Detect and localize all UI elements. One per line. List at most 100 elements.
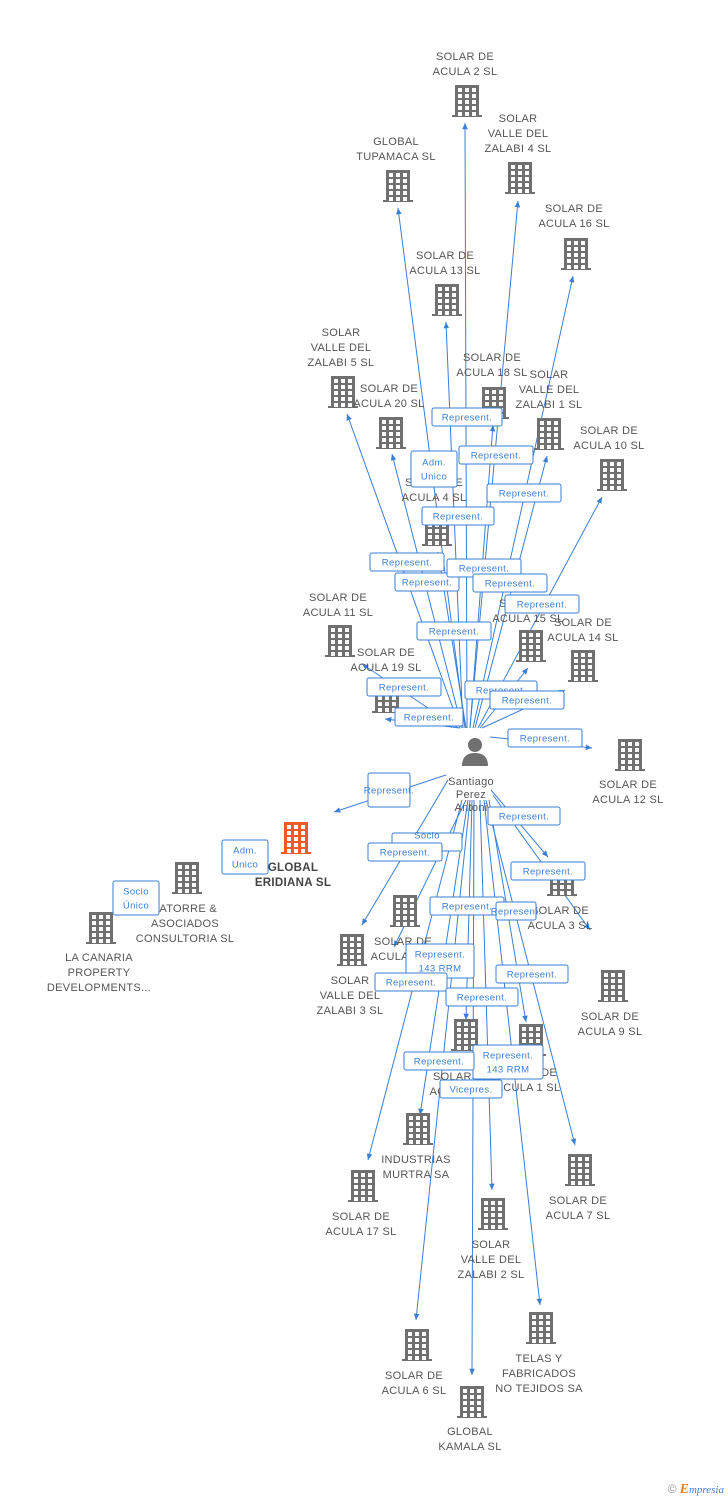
company-building-icon[interactable] [376,417,406,449]
svg-text:Represent.: Represent. [517,600,567,611]
svg-text:Represent.: Represent. [502,696,552,707]
company-building-icon[interactable] [615,739,645,771]
edge-relation-label: Vicepres. [439,1079,503,1099]
svg-text:Represent.: Represent. [499,489,549,500]
svg-text:Represent.: Represent. [380,848,430,859]
svg-text:Represent.: Represent. [520,734,570,745]
company-building-icon[interactable] [568,650,598,682]
company-building-icon[interactable] [325,625,355,657]
company-building-icon[interactable] [598,970,628,1002]
svg-text:Represent.: Represent. [485,579,535,590]
company-building-icon[interactable] [597,459,627,491]
edge-relation-label: Represent. [495,964,569,984]
edge-relation-label: Represent. [394,572,460,592]
company-building-icon[interactable] [337,934,367,966]
person-icon[interactable] [462,738,488,766]
footer-brand: © Empresia [668,1482,724,1498]
company-building-icon[interactable] [478,1198,508,1230]
company-building-icon[interactable] [516,630,546,662]
highlighted-company-icon[interactable] [281,822,311,854]
company-building-icon[interactable] [505,162,535,194]
company-building-icon[interactable] [390,895,420,927]
svg-text:Represent.: Represent. [414,1057,464,1068]
svg-text:143 RRM: 143 RRM [487,1065,530,1076]
edge-relation-label: Adm.Unico [221,839,269,875]
svg-text:Único: Único [123,901,149,912]
edge-relation-label: Represent. [487,806,561,826]
company-building-icon[interactable] [348,1170,378,1202]
svg-text:Socio: Socio [123,887,149,898]
company-building-icon[interactable] [383,170,413,202]
svg-text:Represent.: Represent. [483,1051,533,1062]
company-building-icon[interactable] [451,1019,481,1051]
edge-relation-label: Represent. [510,861,586,881]
svg-text:Represent.: Represent. [433,512,483,523]
edge-relation-label: Represent. [394,707,464,727]
company-building-icon[interactable] [86,912,116,944]
edge-relation-label: Represent. 143 RRM [472,1044,544,1080]
company-building-icon[interactable] [561,238,591,270]
company-building-icon[interactable] [457,1386,487,1418]
company-building-icon[interactable] [172,862,202,894]
edge-relation-label: Represent. [367,842,443,862]
edge-relation-label: Adm.Unico [410,450,458,488]
edge-relation-label: Represent. [364,772,414,808]
svg-text:Vicepres.: Vicepres. [449,1085,492,1096]
svg-text:Represent.: Represent. [415,950,465,961]
svg-text:Represent.: Represent. [491,907,541,918]
svg-text:Represent.: Represent. [499,812,549,823]
edge-relation-label: Represent. [507,728,583,748]
svg-text:Represent.: Represent. [379,683,429,694]
edge-relation-label: Represent. [491,901,541,921]
company-building-icon[interactable] [328,376,358,408]
svg-text:Represent.: Represent. [471,451,521,462]
company-building-icon[interactable] [432,284,462,316]
svg-text:Socio: Socio [414,831,440,842]
edge-relation-label: Represent. [431,407,503,427]
company-building-icon[interactable] [452,85,482,117]
svg-text:Represent.: Represent. [523,867,573,878]
company-building-icon[interactable] [534,418,564,450]
company-building-icon[interactable] [402,1329,432,1361]
svg-text:Unico: Unico [232,860,258,871]
svg-text:Represent.: Represent. [404,713,454,724]
company-building-icon[interactable] [526,1312,556,1344]
company-building-icon[interactable] [565,1154,595,1186]
edge-relation-label: Represent. [403,1051,475,1071]
edge-labels-layer: Represent.Represent.Adm.UnicoRepresent.R… [112,407,586,1099]
company-building-icon[interactable] [403,1113,433,1145]
svg-text:Represent.: Represent. [429,627,479,638]
svg-text:Represent.: Represent. [402,578,452,589]
